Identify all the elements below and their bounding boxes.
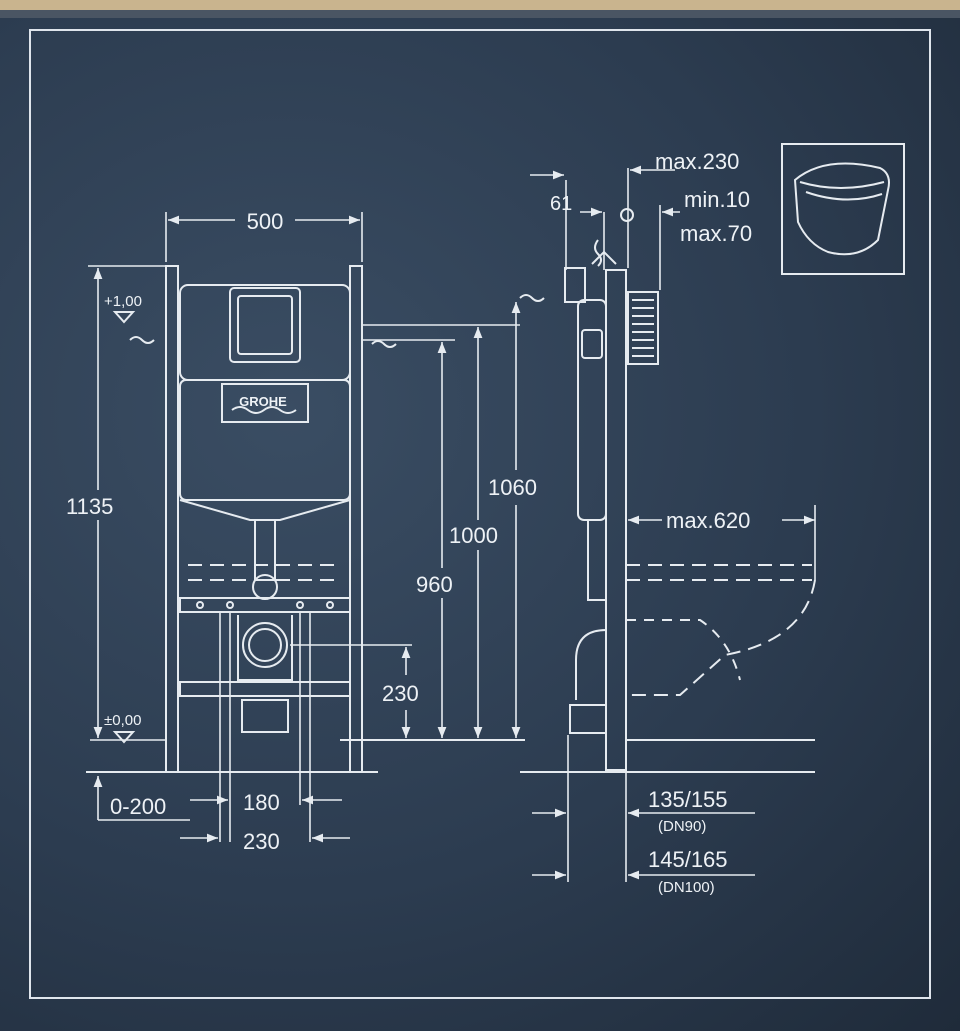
side-flush-plate (627, 291, 659, 365)
label-min10: min.10 (684, 187, 750, 212)
label-230-height: 230 (382, 681, 419, 706)
label-960: 960 (416, 572, 453, 597)
left-upright (165, 265, 179, 773)
right-upright (349, 265, 363, 773)
label-max620: max.620 (666, 508, 750, 533)
flush-opening (229, 287, 301, 363)
flush-pipe (254, 519, 276, 581)
label-0-200: 0-200 (110, 794, 166, 819)
toilet-icon-box (781, 143, 905, 275)
front-view (86, 265, 525, 773)
label-1000: 1000 (449, 523, 498, 548)
bottom-rail (179, 681, 351, 697)
label-180: 180 (243, 790, 280, 815)
photo-top-shadow (0, 10, 960, 18)
toilet-icon (781, 143, 905, 275)
flush-opening-inner (237, 295, 293, 355)
bowl-dash-side (626, 564, 812, 581)
label-1060: 1060 (488, 475, 537, 500)
front-dimensions (88, 212, 521, 843)
side-cistern (577, 299, 607, 521)
side-frame (605, 269, 627, 771)
label-61: 61 (550, 193, 572, 215)
label-145-165: 145/165 (648, 847, 728, 872)
toilet-icon-bowl (793, 162, 890, 256)
side-water-inlet (519, 294, 545, 302)
side-waste-bend (575, 629, 607, 700)
crossbar (179, 597, 351, 613)
label-dn90: (DN90) (658, 818, 706, 835)
level-top-marker (112, 311, 136, 324)
waste-outlet (242, 622, 288, 668)
brand-wave (231, 406, 297, 414)
side-flush-pipe (587, 520, 606, 601)
label-level-top: +1,00 (104, 293, 142, 310)
vent-symbol (594, 239, 602, 267)
pivot-point (620, 208, 634, 222)
cistern-body (179, 379, 351, 501)
drawing-frame (29, 29, 931, 999)
label-135-155: 135/155 (648, 787, 728, 812)
label-max70: max.70 (680, 221, 752, 246)
side-inlet-block (564, 267, 586, 303)
label-500: 500 (247, 209, 284, 234)
label-1135: 1135 (66, 494, 113, 519)
waste-connector (241, 699, 289, 733)
waste-housing (237, 615, 293, 681)
label-dn100: (DN100) (658, 879, 715, 896)
side-dimensions (530, 165, 816, 882)
bowl-profile (626, 579, 816, 696)
water-inlet-left (129, 336, 155, 344)
side-waste-connector (569, 704, 607, 734)
side-view (519, 208, 816, 773)
label-max230: max.230 (655, 149, 739, 174)
cistern-bottom (179, 499, 351, 521)
label-230-width: 230 (243, 829, 280, 854)
label-level-zero: ±0,00 (104, 712, 141, 729)
flush-bend (252, 574, 278, 600)
brand-plate (221, 383, 309, 423)
side-valve (581, 329, 603, 359)
cistern-top (179, 284, 351, 381)
water-inlet-right (371, 340, 397, 348)
brand-logo-text: GROHE (239, 394, 287, 409)
level-zero-marker (112, 731, 136, 744)
bowl-dash-front (188, 564, 342, 581)
